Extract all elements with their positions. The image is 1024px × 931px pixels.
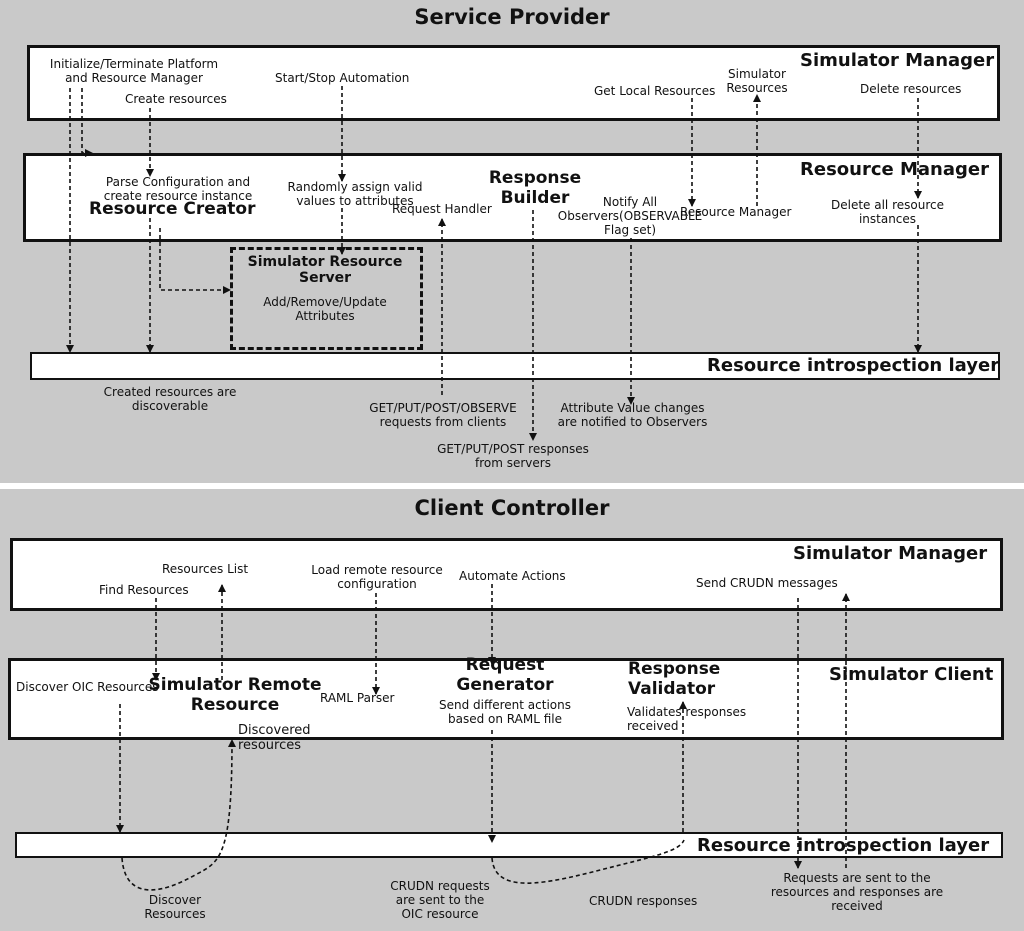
discovered-resources-label: Discovered resources bbox=[238, 723, 311, 753]
notify-all-label: Notify All Observers(OBSERVABLE Flag set… bbox=[557, 195, 703, 237]
crudn-responses-label: CRUDN responses bbox=[589, 894, 698, 908]
get-put-post-responses-label: GET/PUT/POST responses from servers bbox=[437, 442, 589, 470]
sp-resource-introspection-box bbox=[30, 352, 1000, 380]
start-stop-automation-label: Start/Stop Automation bbox=[275, 71, 410, 85]
validates-responses-label: Validates responses received bbox=[627, 705, 747, 733]
cc-simulator-manager-title: Simulator Manager bbox=[793, 543, 988, 564]
service-provider-title: Service Provider bbox=[414, 5, 610, 29]
client-controller-title: Client Controller bbox=[414, 496, 610, 520]
cc-resource-introspection-box bbox=[15, 832, 1003, 858]
cc-simulator-manager-box bbox=[10, 538, 1003, 611]
create-resources-label: Create resources bbox=[125, 92, 227, 106]
simulator-resource-server-title: Simulator Resource Server bbox=[247, 254, 403, 287]
simulator-remote-resource-title: Simulator Remote Resource bbox=[148, 675, 322, 715]
sp-simulator-manager-box bbox=[27, 45, 1000, 121]
crudn-loop-arrow bbox=[491, 839, 685, 884]
init-to-resource-manager-arrow bbox=[81, 88, 93, 157]
request-handler-label: Request Handler bbox=[392, 202, 492, 216]
find-resources-label: Find Resources bbox=[99, 583, 189, 597]
send-different-actions-label: Send different actions based on RAML fil… bbox=[438, 698, 571, 726]
discover-oic-label: Discover OIC Resources bbox=[16, 680, 159, 694]
resource-manager-box bbox=[23, 153, 1002, 242]
parse-configuration-label: Parse Configuration and create resource … bbox=[103, 175, 253, 203]
creator-to-server-arrow bbox=[159, 228, 231, 294]
resource-manager-title: Resource Manager bbox=[800, 159, 989, 180]
request-generator-title: Request Generator bbox=[456, 655, 554, 695]
sp-simulator-manager-title: Simulator Manager bbox=[800, 50, 995, 71]
get-local-resources-label: Get Local Resources bbox=[594, 84, 716, 98]
init-platform-label: Initialize/Terminate Platform and Resour… bbox=[49, 57, 219, 85]
send-crudn-label: Send CRUDN messages bbox=[696, 576, 838, 590]
delete-all-instances-label: Delete all resource instances bbox=[831, 198, 944, 226]
attribute-changes-label: Attribute Value changes are notified to … bbox=[557, 401, 708, 429]
simulator-resource-server-box bbox=[230, 247, 423, 350]
sp-resource-introspection-title: Resource introspection layer bbox=[707, 355, 1000, 376]
get-put-post-observe-label: GET/PUT/POST/OBSERVE requests from clien… bbox=[369, 401, 517, 429]
add-remove-update-label: Add/Remove/Update Attributes bbox=[263, 295, 387, 323]
panel-divider bbox=[0, 483, 1024, 489]
resources-list-label: Resources List bbox=[162, 562, 249, 576]
requests-sent-resources-label: Requests are sent to the resources and r… bbox=[770, 871, 944, 913]
resource-creator-title: Resource Creator bbox=[89, 199, 256, 219]
response-validator-title: Response Validator bbox=[628, 659, 721, 699]
simulator-client-box bbox=[8, 658, 1004, 740]
automate-actions-label: Automate Actions bbox=[459, 569, 566, 583]
load-remote-config-label: Load remote resource configuration bbox=[311, 563, 443, 591]
resource-manager-small-label: Resource Manager bbox=[680, 205, 792, 219]
crudn-requests-sent-label: CRUDN requests are sent to the OIC resou… bbox=[390, 879, 490, 921]
created-discoverable-label: Created resources are discoverable bbox=[103, 385, 237, 413]
discover-resources-label: Discover Resources bbox=[144, 893, 206, 921]
simulator-resources-label: Simulator Resources bbox=[726, 67, 788, 95]
randomly-assign-label: Randomly assign valid values to attribut… bbox=[287, 180, 423, 208]
response-builder-title: Response Builder bbox=[488, 168, 582, 208]
discover-resources-loop-arrow bbox=[121, 739, 236, 891]
delete-resources-label: Delete resources bbox=[860, 82, 962, 96]
cc-resource-introspection-title: Resource introspection layer bbox=[697, 835, 990, 856]
simulator-client-title: Simulator Client bbox=[829, 664, 994, 685]
